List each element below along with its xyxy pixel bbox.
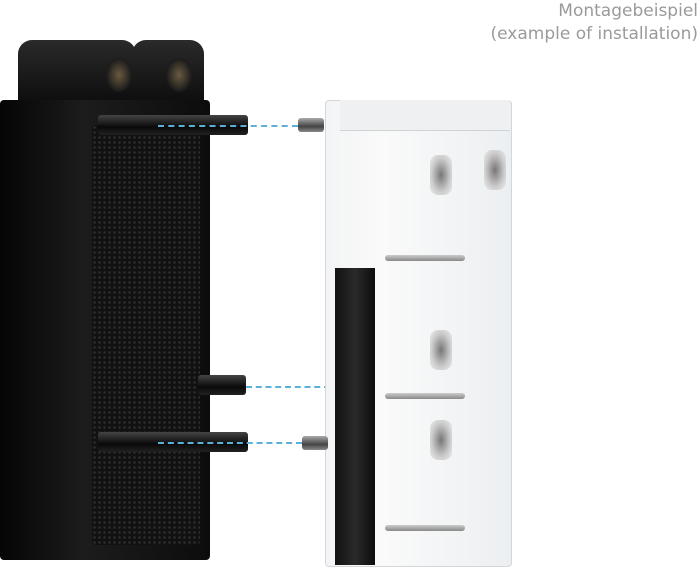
reservoir-fitting-2 <box>484 150 506 190</box>
mount-stud-top <box>298 118 324 132</box>
mount-pin-middle <box>198 375 246 395</box>
caption: Montagebeispiel (example of installation… <box>491 0 699 46</box>
radiator-port-front <box>106 58 132 92</box>
reservoir-top <box>340 100 510 131</box>
guide-line-bottom <box>158 442 302 444</box>
radiator-fin-mesh <box>92 125 200 545</box>
reservoir-rod-2 <box>385 393 465 399</box>
radiator-port-rear <box>166 58 192 92</box>
reservoir-black-strip <box>335 268 375 565</box>
reservoir-rod-1 <box>385 255 465 261</box>
guide-line-middle <box>246 386 330 388</box>
reservoir-fitting-3 <box>430 330 452 370</box>
reservoir-fitting-4 <box>430 420 452 460</box>
mount-stud-bottom <box>302 436 328 450</box>
reservoir-rod-3 <box>385 525 465 531</box>
guide-line-top <box>158 125 298 127</box>
caption-english: (example of installation) <box>490 24 699 44</box>
caption-german: Montagebeispiel <box>558 1 698 21</box>
reservoir-fitting-1 <box>430 155 452 195</box>
